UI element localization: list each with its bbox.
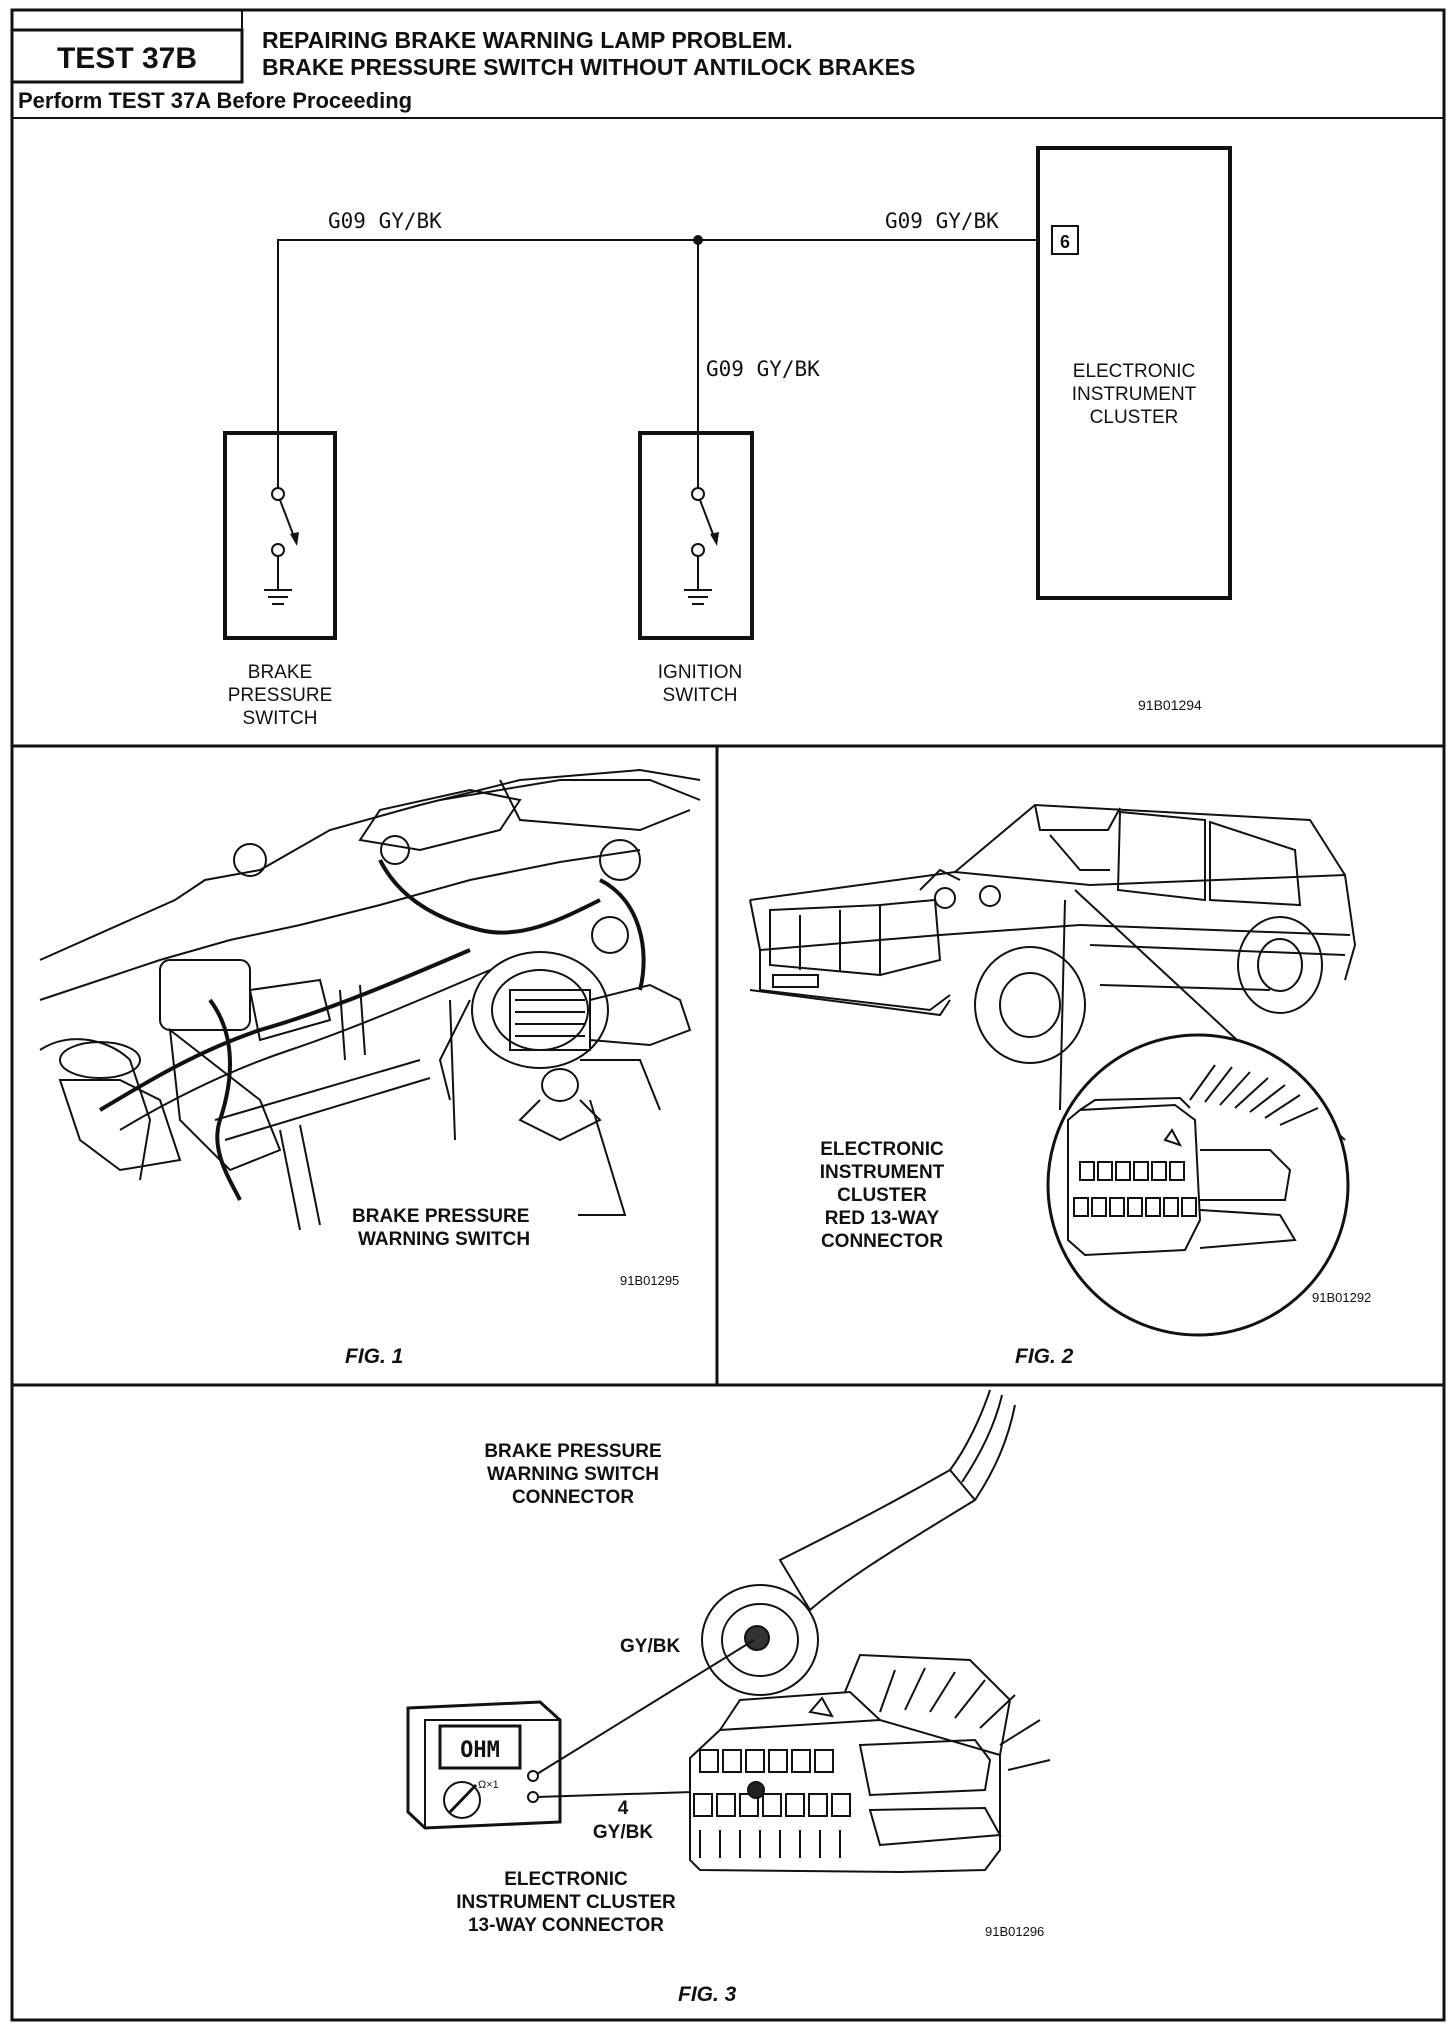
brake-switch-box xyxy=(223,431,337,640)
cluster-label-1: ELECTRONIC xyxy=(1073,361,1195,382)
fig2-callout-2: INSTRUMENT xyxy=(820,1162,945,1183)
brake-switch-label-2: PRESSURE xyxy=(228,685,333,706)
ignition-switch-symbol xyxy=(684,433,719,605)
fig2-callout-1: ELECTRONIC xyxy=(820,1139,944,1160)
fig3-pin-label-1: 4 xyxy=(618,1798,629,1819)
page-title-line2: BRAKE PRESSURE SWITCH WITHOUT ANTILOCK B… xyxy=(262,54,915,80)
fig3-cluster-label-1: ELECTRONIC xyxy=(504,1869,628,1890)
test-label-box xyxy=(10,28,244,84)
brake-switch-label-1: BRAKE xyxy=(248,662,312,683)
fig1-callout-1: BRAKE PRESSURE xyxy=(352,1206,529,1227)
fig3-cluster-label-2: INSTRUMENT CLUSTER xyxy=(456,1892,676,1913)
fig3-wire-top: GY/BK xyxy=(620,1636,680,1657)
page-border xyxy=(10,8,1446,2022)
fig1-caption: FIG. 1 xyxy=(345,1345,403,1368)
fig2-connector-pins-top xyxy=(1079,1161,1185,1181)
fig3-switch-label-2: WARNING SWITCH xyxy=(487,1464,659,1485)
fig2-ref-code: 91B01292 xyxy=(1312,1290,1371,1305)
test-label: TEST 37B xyxy=(57,42,197,75)
fig3-meter-jack-1 xyxy=(527,1770,539,1782)
fig2-zoom-line-left xyxy=(1059,899,1066,1111)
fig1-callout-2: WARNING SWITCH xyxy=(358,1229,530,1250)
fig2-callout-5: CONNECTOR xyxy=(821,1231,943,1252)
brake-switch-label-3: SWITCH xyxy=(243,708,318,729)
fig3-caption: FIG. 3 xyxy=(678,1983,737,2006)
fig3-cluster-connector xyxy=(689,1653,1051,1874)
fig3-connector-pins-top xyxy=(699,1749,834,1773)
fig3-cluster-label-3: 13-WAY CONNECTOR xyxy=(468,1915,664,1936)
fig3-switch-label-3: CONNECTOR xyxy=(512,1487,634,1508)
schematic-ref-code: 91B01294 xyxy=(1138,697,1202,713)
fig1-engine-illustration xyxy=(39,768,701,1231)
fig3-pin-4-probe xyxy=(747,1781,765,1799)
fig2-callout-4: RED 13-WAY xyxy=(825,1208,940,1229)
fig3-meter-display: OHM xyxy=(460,1738,500,1763)
ignition-switch-label-1: IGNITION xyxy=(658,662,742,683)
fig3-ohmmeter: OHM Ω×1 xyxy=(406,1700,562,1830)
fig1-ref-code: 91B01295 xyxy=(620,1273,679,1288)
ignition-switch-box xyxy=(638,431,754,640)
fig3-switch-label-1: BRAKE PRESSURE xyxy=(484,1441,661,1462)
wire-label-left: G09 GY/BK xyxy=(328,209,442,233)
fig3-test-lead-top xyxy=(536,1639,755,1775)
fig3-meter-range: Ω×1 xyxy=(478,1779,499,1791)
fig3-switch-connector xyxy=(701,1389,1016,1696)
fig3-pin-label-2: GY/BK xyxy=(593,1822,653,1843)
page-title-line1: REPAIRING BRAKE WARNING LAMP PROBLEM. xyxy=(262,27,793,53)
fig1-callout-leader xyxy=(578,1099,627,1216)
instrument-cluster-box xyxy=(1036,146,1232,600)
prerequisite-note: Perform TEST 37A Before Proceeding xyxy=(18,88,412,113)
pin-number: 6 xyxy=(1060,232,1070,252)
pin-6-box xyxy=(1051,225,1079,255)
fig2-caption: FIG. 2 xyxy=(1015,1345,1074,1368)
wire-label-right: G09 GY/BK xyxy=(885,209,999,233)
fig2-connector-pins-bottom xyxy=(1073,1197,1197,1217)
fig2-connector xyxy=(1067,1064,1319,1257)
splice-dot xyxy=(693,235,703,245)
fig2-car-illustration xyxy=(749,803,1357,1064)
fig2-callout-3: CLUSTER xyxy=(837,1185,927,1206)
fig3-connector-pins-bottom xyxy=(693,1793,851,1817)
wire-left xyxy=(277,239,1052,470)
fig3-meter-jack-2 xyxy=(527,1791,539,1803)
wire-label-middle: G09 GY/BK xyxy=(706,357,820,381)
cluster-label-3: CLUSTER xyxy=(1090,407,1179,428)
brake-switch-symbol xyxy=(264,433,299,605)
ignition-switch-label-2: SWITCH xyxy=(663,685,738,706)
fig3-ref-code: 91B01296 xyxy=(985,1924,1044,1939)
wiring-schematic: G09 GY/BK G09 GY/BK G09 GY/BK 6 ELECTRON… xyxy=(223,146,1232,729)
header: TEST 37B REPAIRING BRAKE WARNING LAMP PR… xyxy=(10,10,1444,119)
cluster-label-2: INSTRUMENT xyxy=(1072,384,1197,405)
fig3-meter-display-window xyxy=(438,1724,522,1770)
